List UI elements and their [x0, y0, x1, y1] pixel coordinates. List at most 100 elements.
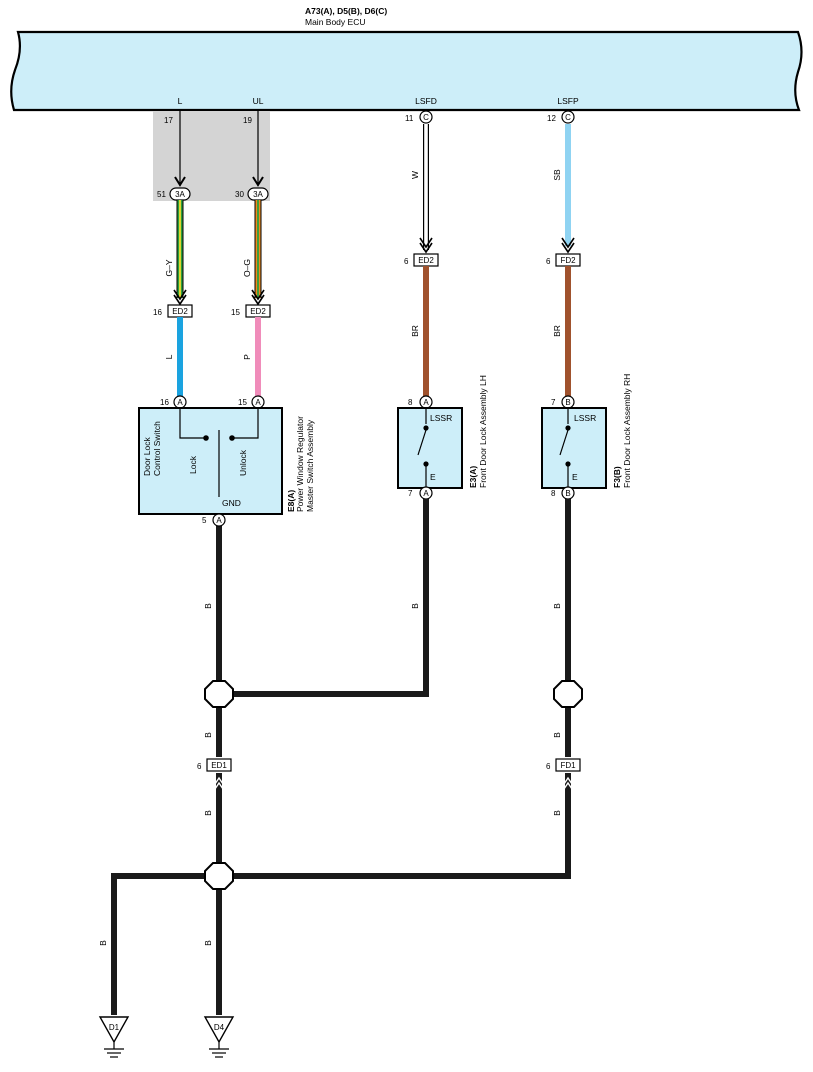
lh-code: E3(A) — [468, 466, 478, 488]
rh-code: F3(B) — [612, 466, 622, 488]
ecu-pin-11-conn: C — [423, 113, 429, 122]
ecu-pin-19: 19 — [243, 116, 252, 125]
ecu-signal-ul: UL — [253, 96, 264, 106]
switch-lock-label: Lock — [188, 455, 198, 474]
splice-left-upper — [204, 680, 234, 708]
arrow-w-ed2 — [419, 237, 433, 254]
arrow-sb-fd2 — [561, 237, 575, 254]
lh-pin-8: 8 — [408, 398, 413, 407]
rh-e-label: E — [572, 472, 578, 482]
fd2-label: FD2 — [560, 256, 576, 265]
arrow-ul-3a — [252, 176, 264, 187]
arrow-g-y-ed2 — [173, 289, 187, 306]
lock-lh-box — [397, 407, 463, 489]
switch-code: E8(A) — [286, 490, 296, 512]
wire-label-b-d1: B — [98, 940, 108, 946]
rh-name: Front Door Lock Assembly RH — [622, 374, 632, 488]
junction-pin-30: 30 — [235, 190, 244, 199]
ecu-body — [10, 30, 803, 112]
lh-lssr-label: LSSR — [430, 413, 452, 423]
switch-pin-16: 16 — [160, 398, 169, 407]
wire-label-b-ed1-below: B — [203, 810, 213, 816]
splice-left-lower — [204, 862, 234, 890]
ecu-signal-lsfd: LSFD — [415, 96, 437, 106]
rh-pin-8-conn: B — [565, 489, 570, 498]
ed1-label: ED1 — [211, 761, 227, 770]
wire-label-b-rh: B — [552, 603, 562, 609]
ground-d4-label: D4 — [214, 1023, 225, 1032]
switch-pin-5: 5 — [202, 516, 207, 525]
junction-3a-l-label: 3A — [175, 190, 185, 199]
switch-gnd-label: GND — [222, 498, 241, 508]
rh-pin-7-conn: B — [565, 398, 570, 407]
fd2-pin: 6 — [546, 257, 551, 266]
ecu-pin-12-conn: C — [565, 113, 571, 122]
rh-pin-8: 8 — [551, 489, 556, 498]
lh-pin-7: 7 — [408, 489, 413, 498]
wire-label-p: P — [242, 354, 252, 360]
wire-label-o-g: O–G — [242, 259, 252, 277]
arrow-l-3a — [174, 176, 186, 187]
wire-label-w: W — [410, 171, 420, 179]
ecu-code: A73(A), D5(B), D6(C) — [305, 6, 387, 16]
wire-label-b-fd1-below: B — [552, 810, 562, 816]
ecu-signal-l: L — [178, 96, 183, 106]
ground-wires — [111, 499, 571, 1015]
connector-fd1 — [555, 758, 581, 772]
ecu-signal-lsfp: LSFP — [557, 96, 579, 106]
lh-pin-7-conn: A — [423, 489, 429, 498]
connector-ed1 — [206, 758, 232, 772]
ed2-l-pin: 16 — [153, 308, 162, 317]
ground-d1 — [98, 1016, 130, 1058]
arrow-fd1 — [561, 776, 575, 793]
ed2-ul-pin: 15 — [231, 308, 240, 317]
switch-pin-15: 15 — [238, 398, 247, 407]
ecu-pin-12-circle — [561, 110, 575, 124]
switch-pin-5-conn: A — [216, 516, 222, 525]
junction-3a-ul-label: 3A — [253, 190, 263, 199]
switch-pin-16-conn: A — [177, 398, 183, 407]
wire-label-b-ed1-above: B — [203, 732, 213, 738]
fd1-pin: 6 — [546, 762, 551, 771]
ecu-name: Main Body ECU — [305, 17, 365, 27]
ed2-lsfd-label: ED2 — [418, 256, 434, 265]
lh-lock-switch — [417, 408, 429, 488]
wire-label-g-y: G–Y — [164, 259, 174, 276]
arrow-ed1 — [212, 776, 226, 793]
switch-title-line1: Door Lock — [142, 437, 152, 476]
ground-d4 — [203, 1016, 235, 1058]
switch-title-line2: Control Switch — [152, 421, 162, 476]
fd1-label: FD1 — [560, 761, 576, 770]
rh-lock-switch — [559, 408, 571, 488]
rh-lssr-label: LSSR — [574, 413, 596, 423]
lh-e-label: E — [430, 472, 436, 482]
switch-name-line1: Power Window Regulator — [295, 416, 305, 512]
switch-unlock-label: Unlock — [238, 449, 248, 476]
rh-pin-7: 7 — [551, 398, 556, 407]
shaded-junction-area — [153, 111, 270, 201]
wire-label-b-lh: B — [410, 603, 420, 609]
wire-label-br-lh: BR — [410, 325, 420, 337]
ecu-pin-11-circle — [419, 110, 433, 124]
ed2-l-label: ED2 — [172, 307, 188, 316]
ed2-ul-label: ED2 — [250, 307, 266, 316]
wire-label-sb: SB — [552, 169, 562, 181]
ecu-pin-12: 12 — [547, 114, 556, 123]
wire-label-b-switch: B — [203, 603, 213, 609]
wire-label-l: L — [164, 354, 174, 359]
wire-label-b-d4: B — [203, 940, 213, 946]
ground-d1-label: D1 — [109, 1023, 120, 1032]
ecu-pin-11: 11 — [405, 114, 414, 123]
ed2-lsfd-pin: 6 — [404, 257, 409, 266]
ecu-pin-17: 17 — [164, 116, 173, 125]
wire-label-br-rh: BR — [552, 325, 562, 337]
junction-pin-51: 51 — [157, 190, 166, 199]
ed1-pin: 6 — [197, 762, 202, 771]
switch-pin-5-circle — [212, 513, 226, 527]
splice-right-upper — [553, 680, 583, 708]
arrow-o-g-ed2 — [251, 289, 265, 306]
lh-pin-8-conn: A — [423, 398, 429, 407]
wire-label-b-fd1-above: B — [552, 732, 562, 738]
